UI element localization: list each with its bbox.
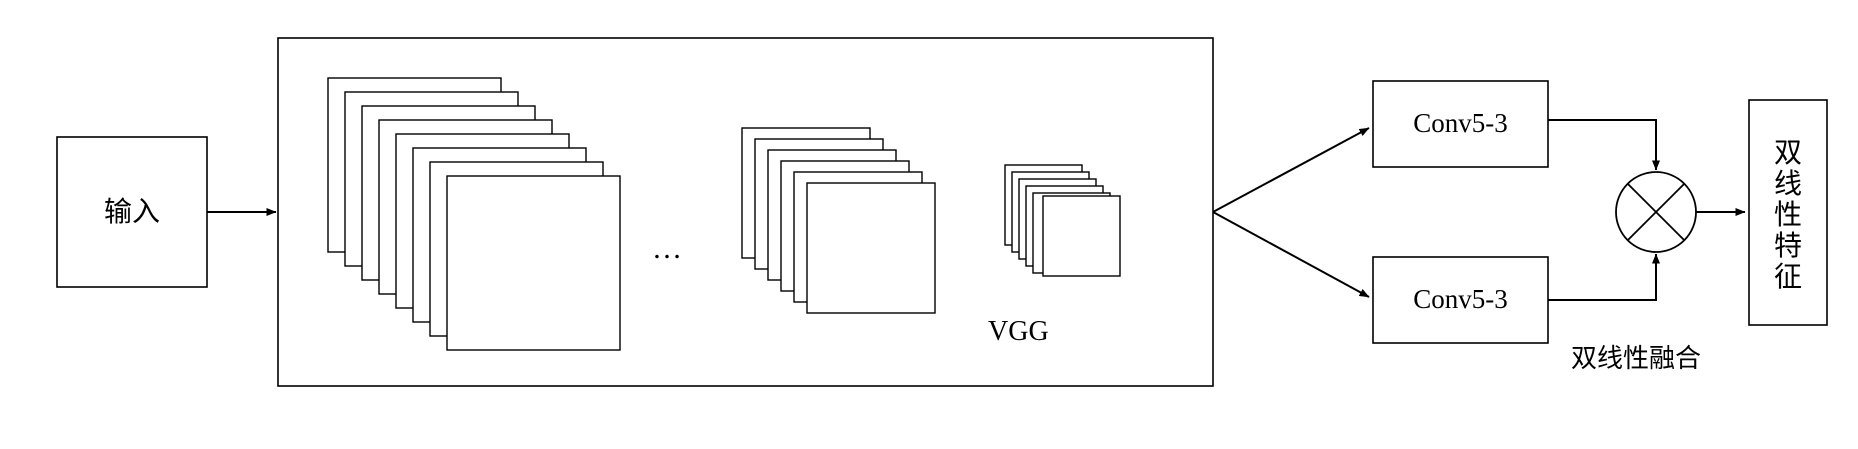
- fusion-label: 双线性融合: [1571, 344, 1702, 374]
- arrow-vgg-to-conv-bottom: [1212, 211, 1370, 298]
- ellipsis-label: …: [652, 232, 682, 265]
- feature-map-stack-medium: [741, 127, 936, 314]
- feature-map-stack-large: [327, 77, 621, 351]
- connector-conv-top-to-fusion: [1548, 119, 1660, 171]
- output-box: [1748, 99, 1828, 326]
- bilinear-fusion-icon: [1615, 171, 1697, 253]
- feature-map-stack-small: [1004, 164, 1121, 277]
- input-label: 输入: [103, 195, 160, 228]
- feature-map: [1042, 195, 1121, 277]
- conv-bottom-label: Conv5-3: [1413, 284, 1508, 314]
- arrow-vgg-to-conv-top: [1212, 127, 1370, 213]
- output-label: 双线性特征: [1774, 136, 1803, 293]
- conv-top-label: Conv5-3: [1413, 108, 1508, 138]
- feature-map: [446, 175, 621, 351]
- connector-conv-bottom-to-fusion: [1548, 253, 1660, 301]
- input-box: [56, 136, 208, 288]
- conv-top-box: [1372, 80, 1549, 168]
- conv-bottom-box: [1372, 256, 1549, 344]
- vgg-label: VGG: [988, 316, 1049, 347]
- feature-map: [806, 182, 936, 314]
